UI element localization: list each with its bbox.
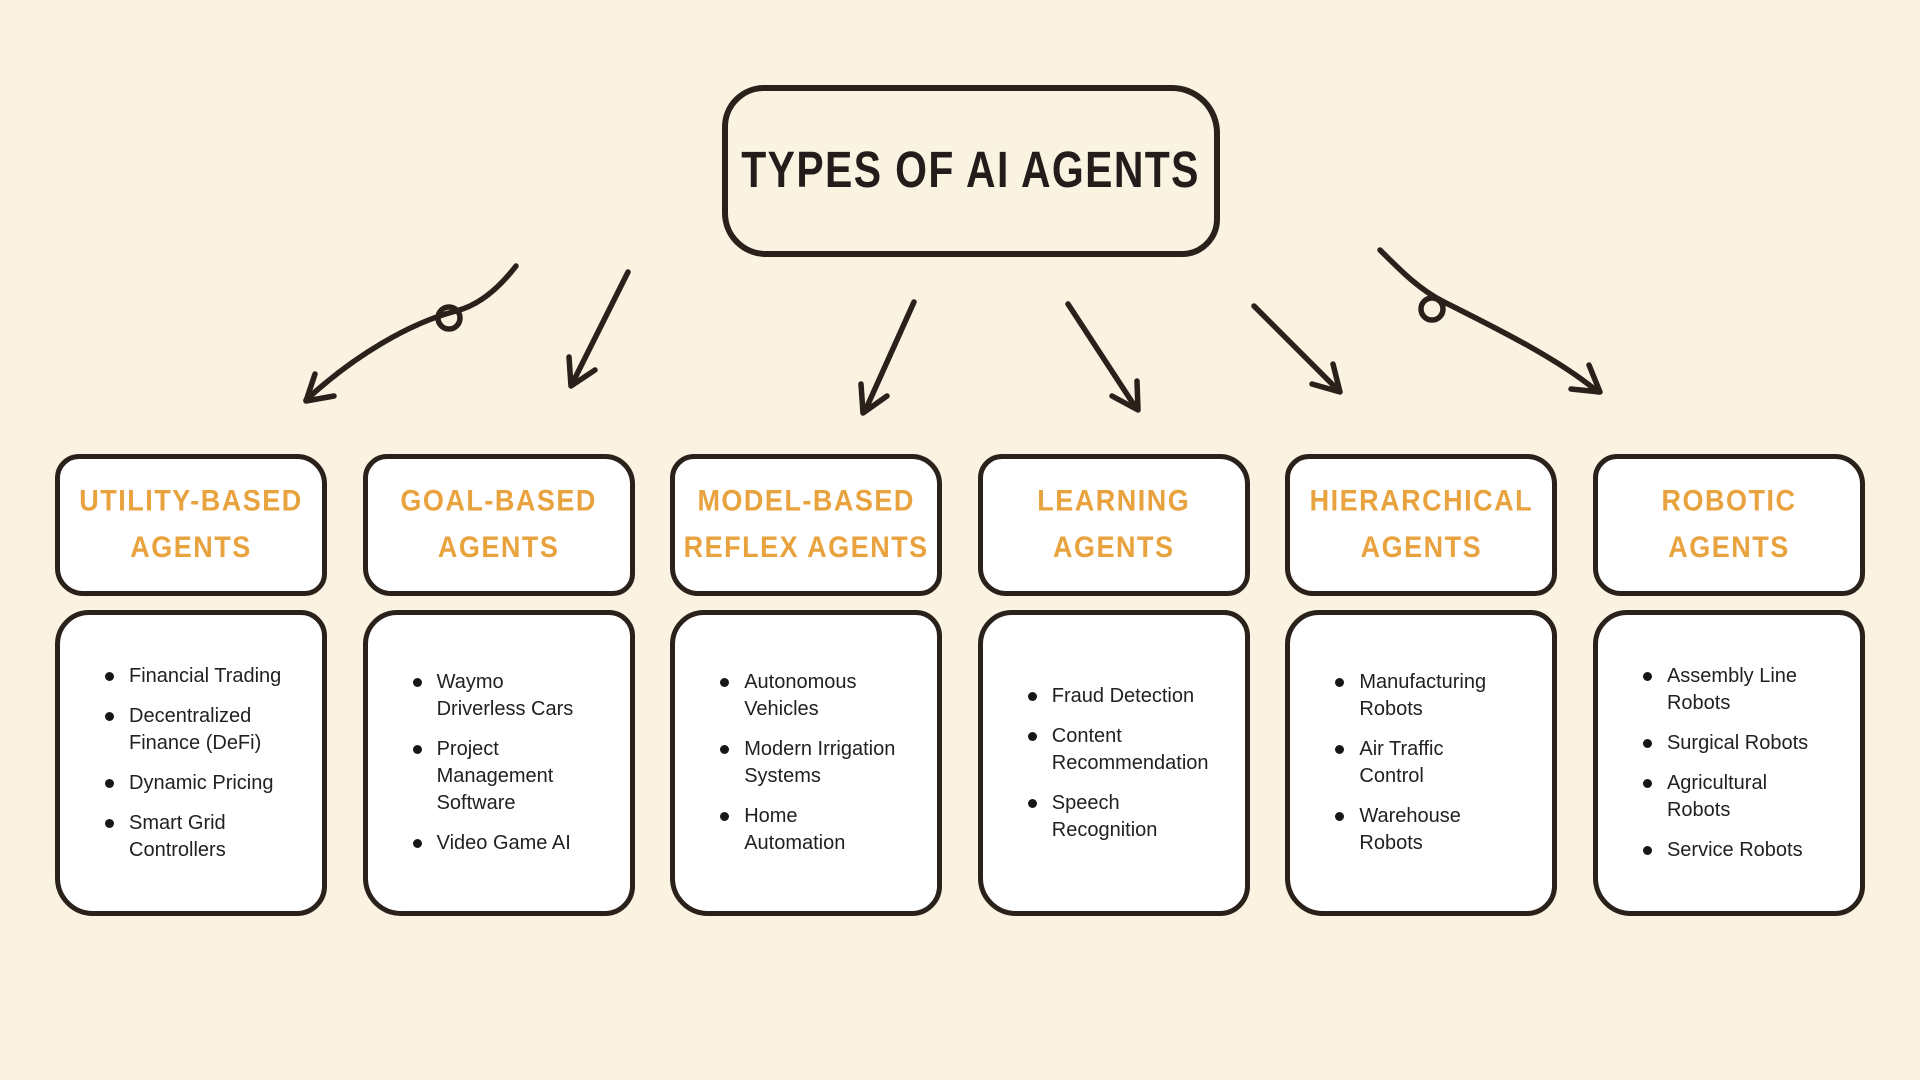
category-list-model-based-reflex: Autonomous Vehicles Modern Irrigation Sy… — [670, 610, 943, 916]
list-item: Financial Trading — [102, 663, 308, 690]
column-model-based-reflex: MODEL-BASED REFLEX AGENTS Autonomous Veh… — [670, 454, 943, 916]
category-heading: MODEL-BASED REFLEX AGENTS — [683, 484, 929, 564]
list-item: Air Traffic Control — [1332, 736, 1538, 790]
list-item: Warehouse Robots — [1332, 803, 1538, 857]
list-item: Waymo Driverless Cars — [410, 669, 616, 723]
arrow-to-model-based-icon — [858, 299, 917, 416]
list-item: Assembly Line Robots — [1640, 663, 1846, 717]
category-header-model-based-reflex: MODEL-BASED REFLEX AGENTS — [670, 454, 943, 596]
column-hierarchical: HIERARCHICAL AGENTS Manufacturing Robots… — [1285, 454, 1558, 916]
list-item: Agricultural Robots — [1640, 770, 1846, 824]
category-columns: UTILITY-BASED AGENTS Financial Trading D… — [55, 454, 1865, 916]
category-heading: LEARNING AGENTS — [1037, 484, 1191, 564]
list-item: Smart Grid Controllers — [102, 810, 308, 864]
category-header-learning: LEARNING AGENTS — [977, 454, 1250, 596]
list-item: Dynamic Pricing — [102, 770, 308, 797]
diagram-title: TYPES OF AI AGENTS — [741, 142, 1201, 199]
arrow-to-hierarchical-icon — [1251, 303, 1343, 395]
category-list-hierarchical: Manufacturing Robots Air Traffic Control… — [1285, 610, 1558, 916]
category-list-robotic: Assembly Line Robots Surgical Robots Agr… — [1592, 610, 1865, 916]
category-list-goal-based: Waymo Driverless Cars Project Management… — [362, 610, 635, 916]
list-item: Service Robots — [1640, 837, 1846, 864]
category-header-hierarchical: HIERARCHICAL AGENTS — [1285, 454, 1558, 596]
list-item: Surgical Robots — [1640, 730, 1846, 757]
list-item: Home Automation — [717, 803, 923, 857]
list-item: Autonomous Vehicles — [717, 669, 923, 723]
list-item: Manufacturing Robots — [1332, 669, 1538, 723]
list-item: Fraud Detection — [1025, 683, 1231, 710]
category-header-goal-based: GOAL-BASED AGENTS — [362, 454, 635, 596]
list-item: Project Management Software — [410, 736, 616, 817]
category-heading: ROBOTIC AGENTS — [1661, 484, 1797, 564]
column-utility-based: UTILITY-BASED AGENTS Financial Trading D… — [55, 454, 327, 916]
category-heading: GOAL-BASED AGENTS — [400, 484, 597, 564]
list-item: Modern Irrigation Systems — [717, 736, 923, 790]
column-robotic: ROBOTIC AGENTS Assembly Line Robots Surg… — [1592, 454, 1865, 916]
category-heading: UTILITY-BASED AGENTS — [79, 484, 303, 564]
list-item: Content Recommendation — [1025, 723, 1231, 777]
category-header-robotic: ROBOTIC AGENTS — [1592, 454, 1865, 596]
category-header-utility-based: UTILITY-BASED AGENTS — [55, 454, 327, 596]
diagram-title-box: TYPES OF AI AGENTS — [722, 85, 1220, 257]
category-heading: HIERARCHICAL AGENTS — [1309, 484, 1534, 564]
column-learning: LEARNING AGENTS Fraud Detection Content … — [977, 454, 1250, 916]
arrow-to-robotic-icon — [1377, 247, 1603, 395]
category-list-learning: Fraud Detection Content Recommendation S… — [977, 610, 1250, 916]
list-item: Video Game AI — [410, 830, 616, 857]
arrow-to-goal-based-icon — [566, 269, 631, 389]
column-goal-based: GOAL-BASED AGENTS Waymo Driverless Cars … — [362, 454, 635, 916]
list-item: Decentralized Finance (DeFi) — [102, 703, 308, 757]
arrow-to-utility-based-icon — [303, 263, 519, 404]
arrow-to-learning-icon — [1065, 301, 1141, 413]
list-item: Speech Recognition — [1025, 790, 1231, 844]
category-list-utility-based: Financial Trading Decentralized Finance … — [55, 610, 327, 916]
